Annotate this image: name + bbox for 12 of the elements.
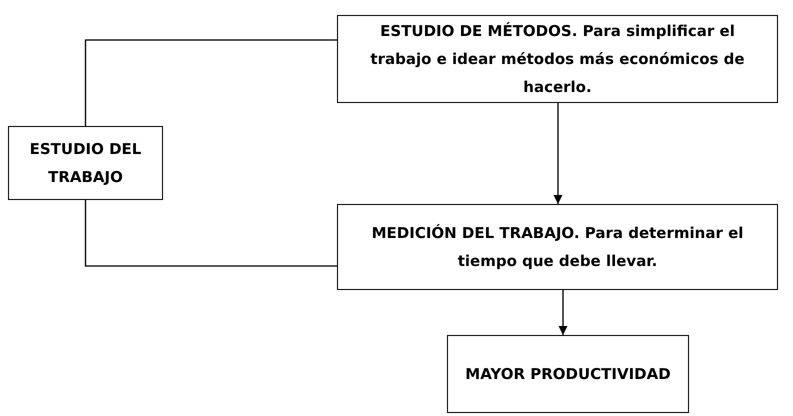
box-text: ESTUDIO DE MÉTODOS. Para simplificar el trabajo e idear métodos más económicos de hacerlo.	[369, 21, 746, 98]
process-box	[8, 126, 163, 200]
arrow	[554, 103, 562, 204]
process-box	[447, 335, 689, 413]
process-box	[337, 204, 778, 290]
process-box	[337, 15, 778, 103]
box-text: ESTUDIO DEL TRABAJO	[28, 139, 142, 188]
connector-line	[84, 39, 337, 126]
box-text: MEDICIÓN DEL TRABAJO. Para determinar el tiempo que debe llevar.	[370, 223, 744, 272]
arrow	[558, 290, 568, 335]
connector-line	[84, 200, 337, 267]
box-text: MAYOR PRODUCTIVIDAD	[465, 364, 671, 385]
